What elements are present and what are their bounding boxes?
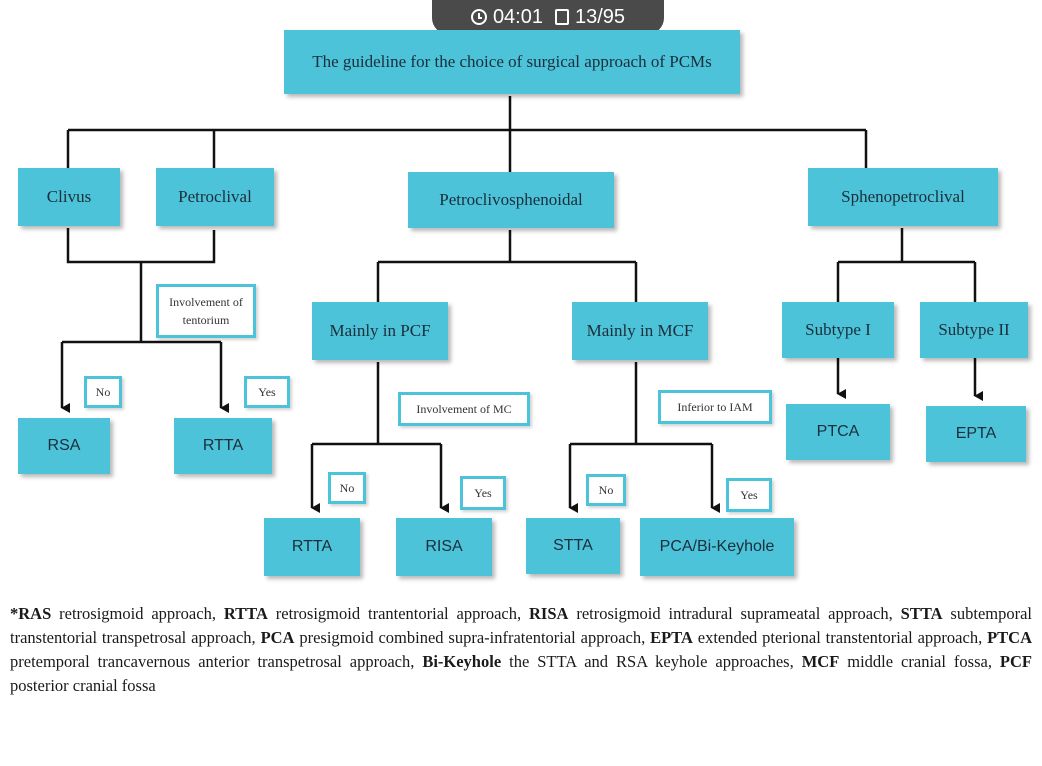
sphenopetroclival-node: Sphenopetroclival	[808, 168, 998, 226]
legend-abbr: RTTA	[223, 604, 268, 623]
legend-abbr: PCA	[260, 627, 295, 647]
root-node: The guideline for the choice of surgical…	[284, 30, 740, 94]
petroclivosphenoidal-node: Petroclivosphenoidal	[408, 172, 614, 228]
timer-text: 04:01	[492, 5, 543, 28]
legend-desc: posterior cranial fossa	[10, 675, 156, 695]
legend-desc: middle cranial fossa,	[839, 651, 1000, 671]
legend-desc: retrosigmoid trantentorial approach,	[267, 604, 529, 623]
mainly-mcf-node: Mainly in MCF	[572, 302, 708, 360]
legend-abbr: MCF	[801, 651, 840, 671]
involvement-tentorium-label: Involvement of tentorium	[156, 284, 256, 338]
legend-desc: extended pterional transtentorial approa…	[692, 627, 988, 647]
epta-node: EPTA	[926, 406, 1026, 462]
no-label-left: No	[84, 376, 122, 408]
legend-abbr: EPTA	[650, 627, 693, 647]
risa-node: RISA	[396, 518, 492, 576]
legend-desc: presigmoid combined supra-infratentorial…	[294, 627, 651, 647]
inferior-iam-label: Inferior to IAM	[658, 390, 772, 424]
legend-desc: pretemporal trancavernous anterior trans…	[10, 651, 423, 671]
stta-node: STTA	[526, 518, 620, 574]
no-label-mcf: No	[586, 474, 626, 506]
rtta-node-pcf: RTTA	[264, 518, 360, 576]
mainly-pcf-node: Mainly in PCF	[312, 302, 448, 360]
no-label-pcf: No	[328, 472, 366, 504]
legend-desc: retrosigmoid approach,	[51, 604, 224, 623]
rtta-node-left: RTTA	[174, 418, 272, 474]
clock-icon	[470, 9, 487, 25]
rsa-node: RSA	[18, 418, 110, 474]
legend-abbr: Bi-Keyhole	[422, 651, 502, 671]
petroclival-node: Petroclival	[156, 168, 274, 226]
yes-label-mcf: Yes	[726, 478, 772, 512]
subtype2-node: Subtype II	[920, 302, 1028, 358]
subtype1-node: Subtype I	[782, 302, 894, 358]
ptca-node: PTCA	[786, 404, 890, 460]
slide-icon	[555, 9, 569, 25]
abbreviation-legend: *RAS retrosigmoid approach, RTTA retrosi…	[10, 602, 1032, 698]
legend-abbr: PCF	[999, 651, 1032, 671]
legend-abbr: RISA	[529, 604, 569, 623]
legend-desc: subtemporal transtentorial transpetrosal…	[10, 604, 1033, 647]
presentation-status-bar: 04:01 13/95	[432, 0, 664, 34]
legend-desc: retrosigmoid intradural suprameatal appr…	[568, 604, 901, 623]
legend-abbr: *RAS	[10, 604, 52, 623]
involvement-mc-label: Involvement of MC	[398, 392, 530, 426]
yes-label-pcf: Yes	[460, 476, 506, 510]
legend-abbr: STTA	[900, 604, 943, 623]
legend-abbr: PTCA	[987, 627, 1032, 647]
legend-desc: the STTA and RSA keyhole approaches,	[501, 651, 802, 671]
pca-bikeyhole-node: PCA/Bi-Keyhole	[640, 518, 794, 576]
slide-counter: 13/95	[575, 5, 626, 28]
yes-label-left: Yes	[244, 376, 290, 408]
clivus-node: Clivus	[18, 168, 120, 226]
